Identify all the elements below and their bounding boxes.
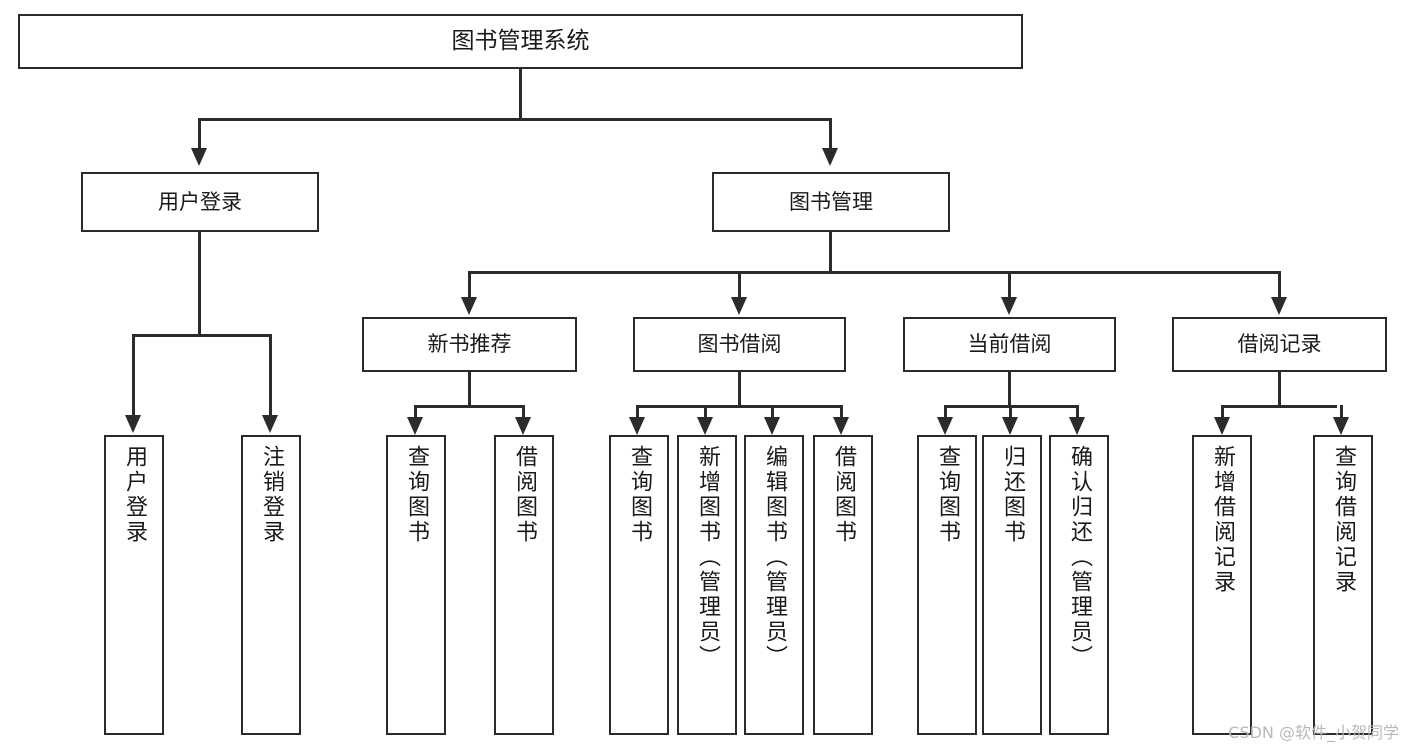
arrow-down-icon [697,417,713,435]
connector-book-borrow-c3 [771,405,774,419]
arrow-down-icon [125,415,141,433]
node-label: 查询借阅记录 [1331,445,1356,595]
node-label: 新书推荐 [427,332,512,357]
connector-borrow-record-stem [1278,372,1281,407]
arrow-down-icon [1069,417,1085,435]
arrow-down-icon [1271,297,1287,315]
connector-book-mgmt-b4 [1278,271,1281,299]
connector-user-login-right [269,334,272,417]
arrow-down-icon [262,415,278,433]
arrow-down-icon [1001,297,1017,315]
connector-book-borrow-bar [636,405,843,408]
arrow-down-icon [833,417,849,435]
node-label: 注销登录 [259,445,284,545]
node-label: 新增借阅记录 [1210,445,1235,595]
connector-new-book-rec-stem [468,372,471,407]
connector-borrow-record-bar [1221,405,1337,408]
connector-book-mgmt-b3 [1008,271,1011,299]
connector-borrow-record-c1 [1221,405,1224,419]
node-system-root: 图书管理系统 [18,14,1023,69]
arrow-down-icon [629,417,645,435]
watermark-text: CSDN @软件_小贺同学 [1228,723,1399,742]
node-label: 新增图书（管理员） [695,445,720,670]
arrow-down-icon [1002,417,1018,435]
leaf-confirm-return-admin: 确认归还（管理员） [1049,435,1109,735]
node-label: 借阅图书 [512,445,537,545]
arrow-down-icon [822,148,838,166]
leaf-query-book-1: 查询图书 [386,435,446,735]
arrow-down-icon [731,297,747,315]
node-label: 查询图书 [627,445,652,545]
leaf-add-book-admin: 新增图书（管理员） [677,435,737,735]
leaf-query-book-3: 查询图书 [917,435,977,735]
connector-book-borrow-c4 [840,405,843,419]
leaf-logout-login: 注销登录 [241,435,301,735]
leaf-borrow-book-1: 借阅图书 [494,435,554,735]
arrow-down-icon [764,417,780,435]
leaf-user-login: 用户登录 [104,435,164,735]
arrow-down-icon [1214,417,1230,435]
connector-borrow-record-c2 [1340,405,1343,419]
connector-root-to-book-mgmt [829,118,832,148]
node-label: 查询图书 [404,445,429,545]
connector-current-borrow-stem [1008,372,1011,407]
node-label: 查询图书 [935,445,960,545]
node-label: 当前借阅 [967,332,1052,357]
leaf-query-borrow-record: 查询借阅记录 [1313,435,1373,735]
node-label: 确认归还（管理员） [1067,445,1092,670]
connector-root-bar [198,118,832,121]
node-label: 图书管理系统 [451,27,590,54]
connector-root-to-user-login [198,118,201,148]
arrow-down-icon [407,417,423,435]
node-label: 编辑图书（管理员） [762,445,787,670]
node-label: 借阅图书 [831,445,856,545]
connector-user-login-bar [132,334,272,337]
connector-current-borrow-c3 [1076,405,1079,419]
node-label: 用户登录 [122,445,147,545]
node-label: 借阅记录 [1237,332,1322,357]
connector-book-mgmt-stem [829,232,832,274]
connector-user-login-stem [198,232,201,336]
arrow-down-icon [1333,417,1349,435]
arrow-down-icon [191,148,207,166]
leaf-edit-book-admin: 编辑图书（管理员） [744,435,804,735]
arrow-down-icon [937,417,953,435]
leaf-add-borrow-record: 新增借阅记录 [1192,435,1252,735]
node-label: 用户登录 [158,189,242,214]
leaf-borrow-book-2: 借阅图书 [813,435,873,735]
connector-book-borrow-c2 [704,405,707,419]
leaf-query-book-2: 查询图书 [609,435,669,735]
connector-book-borrow-stem [738,372,741,407]
node-label: 图书管理 [789,189,873,214]
node-borrow-record: 借阅记录 [1172,317,1387,372]
node-current-borrow: 当前借阅 [903,317,1116,372]
connector-user-login-left [132,334,135,417]
connector-current-borrow-c2 [1009,405,1012,419]
arrow-down-icon [515,417,531,435]
connector-book-mgmt-b2 [738,271,741,299]
connector-book-mgmt-b1 [468,271,471,299]
connector-book-mgmt-bar [468,271,1281,274]
connector-new-book-rec-c1 [414,405,417,419]
connector-book-borrow-c1 [636,405,639,419]
node-book-borrow: 图书借阅 [633,317,846,372]
node-new-book-recommendation: 新书推荐 [362,317,577,372]
node-label: 图书借阅 [697,332,782,357]
arrow-down-icon [461,297,477,315]
leaf-return-book: 归还图书 [982,435,1042,735]
connector-current-borrow-c1 [944,405,947,419]
connector-new-book-rec-c2 [522,405,525,419]
node-book-mgmt: 图书管理 [712,172,950,232]
node-label: 归还图书 [1000,445,1025,545]
connector-root-stem [519,69,522,119]
node-user-login: 用户登录 [81,172,319,232]
connector-new-book-rec-bar [414,405,524,408]
